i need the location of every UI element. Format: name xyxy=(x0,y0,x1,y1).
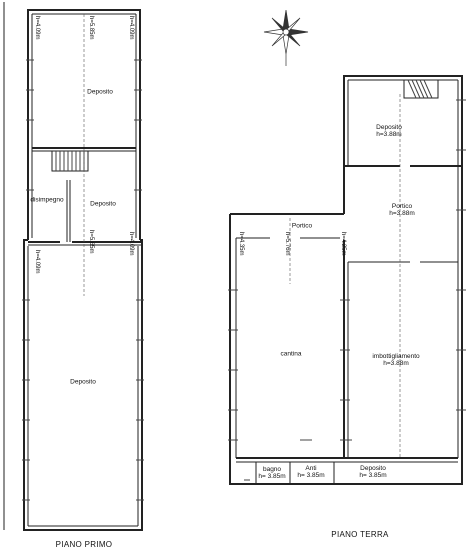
primo-height-label-3: h=4.09m xyxy=(128,16,134,40)
piano-terra-title: PIANO TERRA xyxy=(331,530,389,539)
terra-height-label-3: h=4.25m xyxy=(340,232,346,256)
terra-height-label-2: h=5.76m xyxy=(284,232,290,256)
terra-room-cantina: cantina xyxy=(280,350,302,358)
terra-room-imbottigliamento: imbottigliamento h=3.88m xyxy=(372,353,420,367)
primo-height-label-2: h=5.85m xyxy=(88,16,94,40)
terra-room-portico-left: Portico xyxy=(291,222,313,230)
primo-height-label-4: h=5.65m xyxy=(88,230,94,254)
terra-room-portico-right: Portico h=3.88m xyxy=(389,203,415,217)
primo-room-disimpegno: disimpegno xyxy=(30,196,64,204)
terra-room-deposito-top: Deposito h=3.88m xyxy=(376,124,402,138)
primo-room-deposito-mid: Deposito xyxy=(90,200,116,208)
terra-room-bagno: bagno h= 3.85m xyxy=(258,466,286,480)
primo-height-label-1: h=4.09m xyxy=(34,16,40,40)
primo-room-deposito-bottom: Deposito xyxy=(70,378,96,386)
primo-room-deposito-top: Deposito xyxy=(87,88,113,96)
terra-height-label-1: h=4.35m xyxy=(238,232,244,256)
primo-height-label-5: h=4.09m xyxy=(128,232,134,256)
piano-terra-plan xyxy=(228,75,466,485)
compass-rose-icon xyxy=(263,9,309,66)
terra-outer-right xyxy=(343,75,463,476)
terra-room-anti: Anti h= 3.85m xyxy=(297,465,325,479)
terra-room-deposito-bottom: Deposito h= 3.85m xyxy=(359,465,387,479)
primo-height-label-6: h=4.09m xyxy=(34,250,40,274)
primo-outer-lower xyxy=(23,239,143,531)
primo-outer-upper xyxy=(27,9,141,240)
piano-primo-plan xyxy=(22,9,144,531)
terra-outer-lower xyxy=(229,214,463,485)
piano-primo-title: PIANO PRIMO xyxy=(55,540,113,548)
